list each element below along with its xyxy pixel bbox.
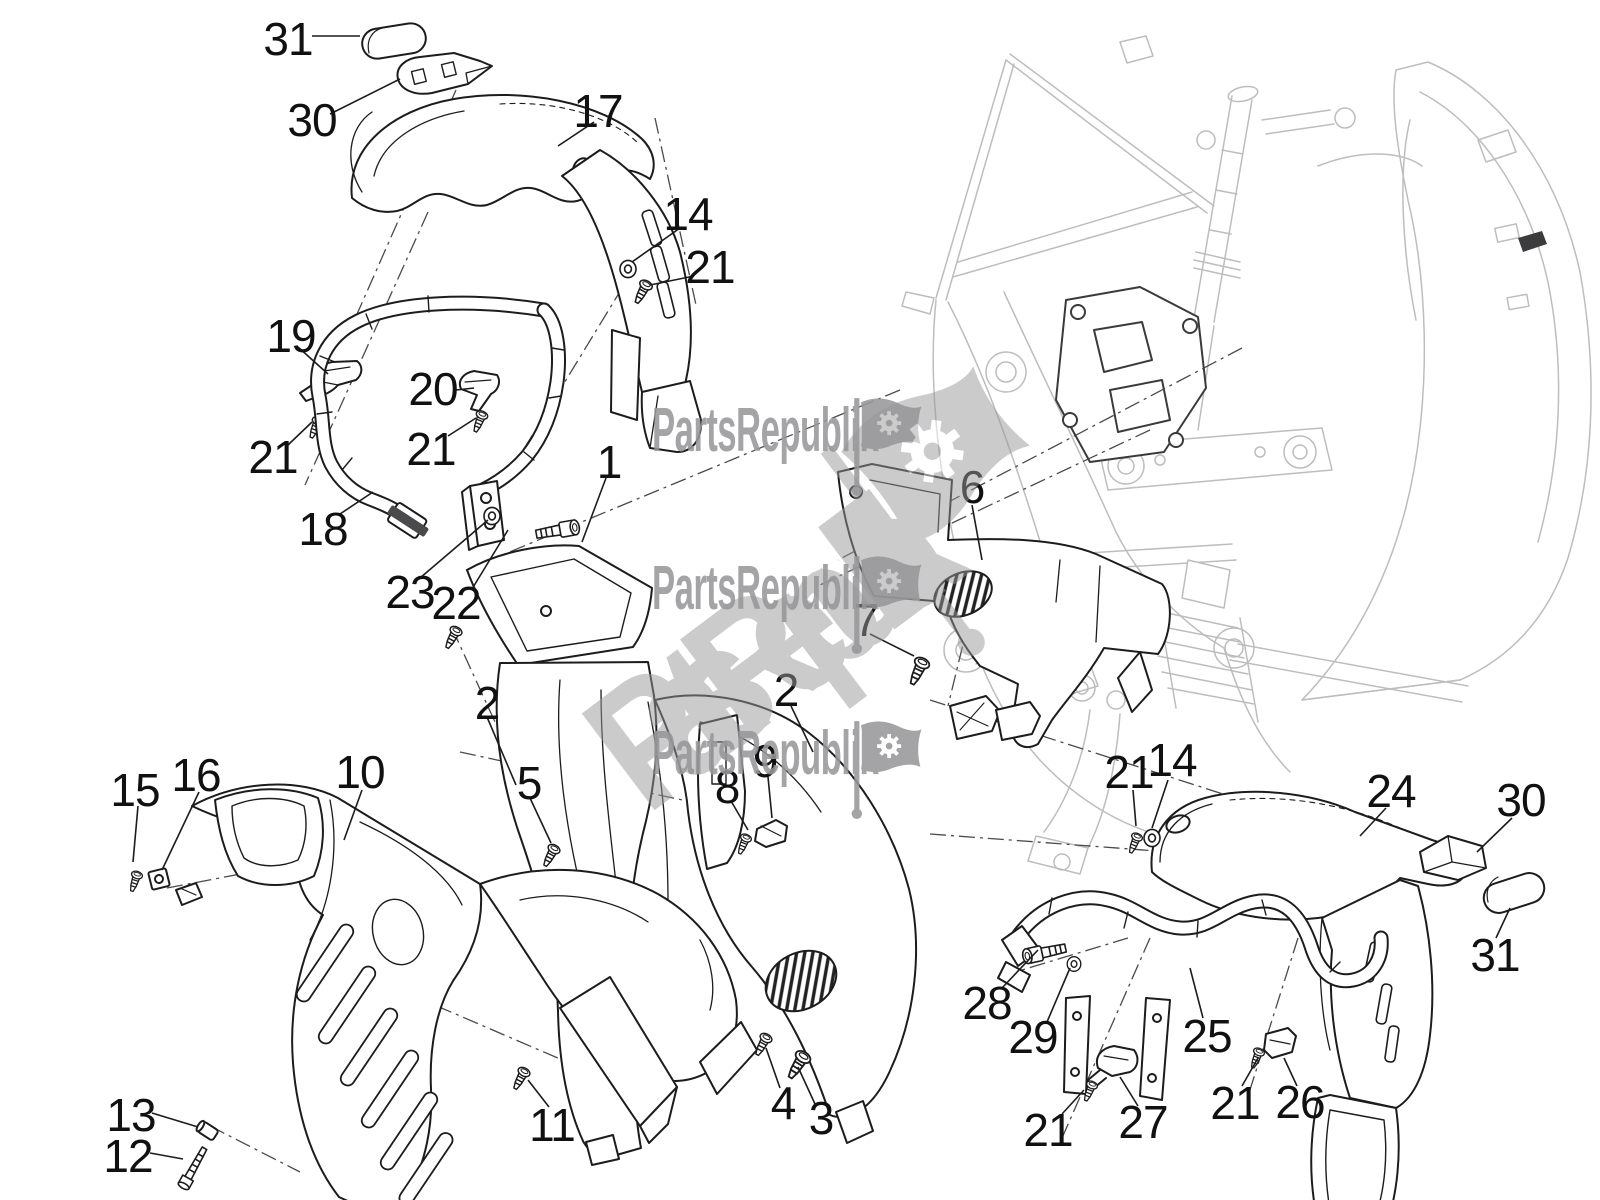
ghost-chassis-drawing	[901, 35, 1592, 875]
callout-25: 25	[1182, 1010, 1232, 1062]
callout-11: 11	[529, 1099, 576, 1151]
callout-4: 4	[770, 1077, 797, 1129]
callout-21: 21	[406, 423, 456, 475]
callout-30: 30	[287, 94, 337, 146]
part-9-clip-drawing	[754, 819, 788, 848]
callout-9: 9	[752, 735, 779, 787]
callout-14: 14	[1147, 734, 1197, 786]
callout-5: 5	[516, 757, 543, 809]
part-25-tube-drawing	[997, 890, 1389, 1101]
callout-21: 21	[248, 431, 298, 483]
callout-8: 8	[714, 761, 741, 813]
callout-2: 2	[773, 664, 800, 716]
part-31-cap-drawing	[1482, 872, 1546, 914]
callout-15: 15	[110, 764, 160, 816]
callout-21: 21	[1210, 1077, 1260, 1129]
callout-2: 2	[474, 677, 501, 729]
part-27-clip-drawing	[1087, 1045, 1139, 1089]
callout-26: 26	[1275, 1076, 1325, 1128]
callout-16: 16	[171, 749, 221, 801]
callout-27: 27	[1118, 1096, 1168, 1148]
callout-28: 28	[962, 977, 1012, 1029]
callout-12: 12	[103, 1130, 153, 1182]
callout-10: 10	[335, 746, 385, 798]
callout-24: 24	[1366, 765, 1416, 817]
callout-29: 29	[1008, 1011, 1058, 1063]
callout-20: 20	[408, 363, 458, 415]
callout-14: 14	[663, 188, 713, 240]
part-24-mudguard-drawing	[1150, 790, 1468, 1200]
part-31-cap-drawing	[361, 22, 427, 60]
part-16-clip-drawing	[147, 867, 203, 906]
callout-1: 1	[596, 436, 623, 488]
part-drawings	[125, 22, 1546, 1200]
part-26-clip-drawing	[1263, 1027, 1297, 1059]
part-17-mudguard-drawing	[350, 94, 703, 453]
callout-31: 31	[263, 13, 313, 65]
callout-21: 21	[685, 241, 735, 293]
callout-30: 30	[1496, 774, 1546, 826]
part-18-tube-drawing	[310, 295, 566, 551]
callout-3: 3	[808, 1092, 835, 1144]
part-13-spacer-drawing	[195, 1119, 219, 1141]
callout-13: 13	[106, 1089, 156, 1141]
part-10-mudguard-drawing	[191, 783, 758, 1200]
callout-31: 31	[1470, 929, 1520, 981]
frame-lattice-bracket	[1055, 286, 1207, 463]
callout-19: 19	[266, 310, 316, 362]
callout-6: 6	[959, 461, 986, 513]
callout-23: 23	[385, 566, 435, 618]
part-30-bracket-drawing	[396, 52, 493, 95]
callout-22: 22	[431, 577, 481, 629]
part-30-cap-drawing	[1419, 835, 1487, 881]
callout-21: 21	[1023, 1104, 1073, 1156]
leader-lines	[132, 35, 1513, 1160]
callout-7: 7	[853, 594, 880, 646]
part-20-clip-drawing	[458, 370, 500, 412]
callout-21: 21	[1104, 746, 1154, 798]
callout-18: 18	[298, 503, 348, 555]
callout-17: 17	[573, 85, 623, 137]
